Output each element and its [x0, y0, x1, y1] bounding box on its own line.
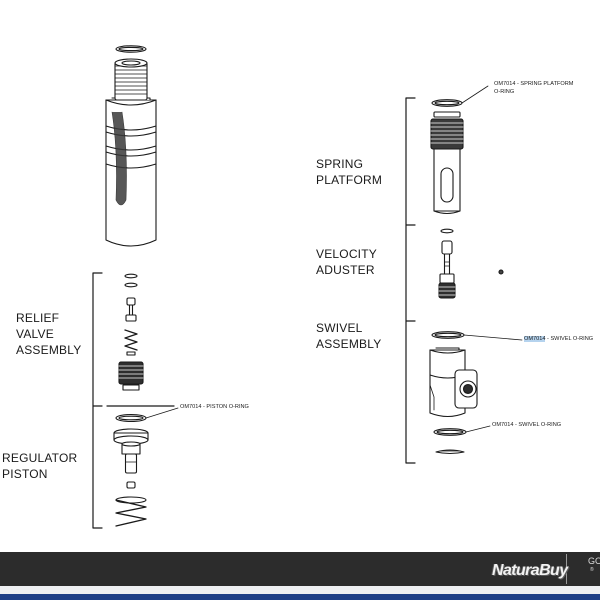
label-spring-platform: SPRING PLATFORM [316, 157, 383, 187]
label-swivel-assembly: SWIVEL ASSEMBLY [316, 321, 382, 351]
bracket-left [92, 272, 175, 529]
footer-text: GO [588, 556, 600, 566]
swivel-oring-2 [433, 425, 491, 436]
callout-swivel-oring-1-text: - SWIVEL O-RING [545, 336, 594, 342]
top-oring [115, 45, 147, 53]
callout-spring-platform-oring: OM7014 - SPRING PLATFORM O-RING [494, 81, 574, 95]
bracket-right [405, 97, 416, 464]
relief-valve-rings [124, 273, 138, 288]
naturabuy-watermark: NaturaBuy [492, 562, 568, 579]
relief-valve-cap [118, 361, 144, 391]
watermark-registered-mark: ® [590, 567, 594, 573]
spring-platform-part [430, 111, 464, 215]
footer-band [0, 552, 600, 586]
regulator-body [105, 58, 157, 247]
relief-valve-spring [124, 329, 138, 356]
footer-blue-strip [0, 594, 600, 600]
callout-swivel-oring-1: OM7014 - SWIVEL O-RING [524, 336, 593, 344]
swivel-oring-1 [431, 331, 523, 341]
piston-oring [115, 407, 179, 423]
label-regulator-piston: REGULATOR PISTON [2, 451, 78, 481]
piston-spring [115, 496, 147, 527]
page-footer: GO NaturaBuy ® [0, 552, 600, 600]
callout-swivel-oring-2: OM7014 - SWIVEL O-RING [492, 422, 562, 428]
piston-washer [126, 481, 136, 489]
relief-valve-pin [125, 297, 137, 322]
detent-ball [498, 269, 504, 275]
label-relief-valve-assembly: RELIEF VALVE ASSEMBLY [16, 311, 82, 357]
regulator-piston-part [113, 428, 149, 474]
velocity-adjuster-ring [440, 228, 454, 234]
spring-platform-oring [431, 85, 489, 107]
swivel-snap-ring [435, 449, 465, 455]
highlighted-part-code: OM7014 [524, 336, 546, 342]
swivel-body [429, 347, 478, 418]
velocity-adjuster-part [438, 240, 456, 299]
callout-piston-oring: OM7014 - PISTON O-RING [180, 404, 249, 410]
footer-divider [566, 554, 567, 584]
label-velocity-adjuster: VELOCITY ADUSTER [316, 247, 377, 277]
